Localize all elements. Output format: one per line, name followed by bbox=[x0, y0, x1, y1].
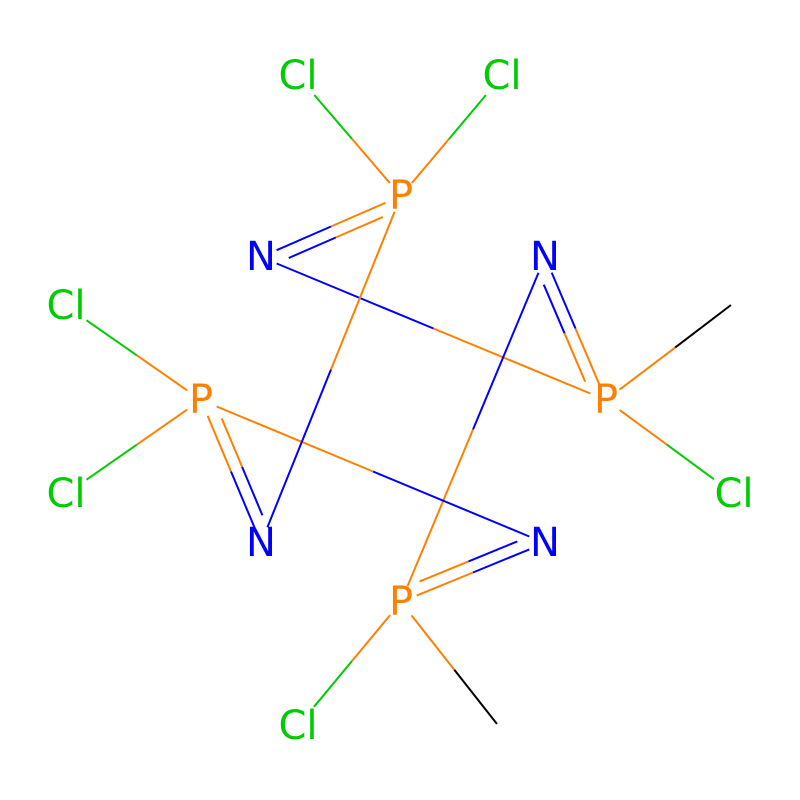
bond-p4-cl6 bbox=[85, 408, 188, 481]
bond-line-half-a bbox=[266, 369, 332, 528]
atom-cl5: Cl bbox=[46, 283, 85, 329]
bond-p4-cl5 bbox=[85, 319, 188, 392]
bond-line-half-a bbox=[136, 354, 188, 392]
bond-p2-cl3 bbox=[619, 409, 715, 481]
bond-line-half-b bbox=[406, 429, 474, 587]
atom-n1: N bbox=[246, 234, 276, 280]
bond-line-half-b bbox=[550, 272, 577, 329]
bond-line-half-b bbox=[85, 319, 138, 357]
bond-line-half-a bbox=[618, 346, 676, 391]
bond-line-half-a bbox=[351, 614, 391, 662]
bond-line-half-a bbox=[619, 409, 668, 446]
bond-inner-line-half-b bbox=[542, 284, 566, 334]
atom-cl2: Cl bbox=[482, 53, 521, 99]
bond-p1-cl2 bbox=[411, 94, 487, 184]
bond-line-half-b bbox=[433, 327, 591, 395]
bond-p4-n4 bbox=[206, 415, 264, 528]
bond-line-half-b bbox=[85, 443, 138, 481]
bond-line-half-b bbox=[313, 94, 353, 140]
bond-line-half-a bbox=[574, 328, 601, 385]
bond-line-half-a bbox=[472, 272, 540, 430]
bond-line-half-a bbox=[276, 262, 434, 330]
bond-line-half-b bbox=[330, 211, 396, 370]
bond-line-half-a bbox=[330, 201, 386, 228]
bond-line-half-a bbox=[416, 571, 474, 597]
bond-n4-p1 bbox=[266, 211, 396, 528]
bond-line-half-a bbox=[411, 138, 450, 184]
bond-p1-n1 bbox=[276, 201, 386, 259]
atom-p4: P bbox=[189, 377, 213, 423]
bond-inner-line-half-b bbox=[468, 540, 518, 563]
bond-line-half-b bbox=[216, 405, 374, 473]
bond-p3-n3 bbox=[416, 540, 530, 597]
atom-cl1: Cl bbox=[278, 53, 317, 99]
bond-line-half-b bbox=[472, 548, 530, 574]
bond-line-half-a bbox=[410, 614, 456, 671]
bond-p3-cl4 bbox=[313, 614, 391, 708]
atom-n4: N bbox=[246, 520, 276, 566]
bond-line-half-b bbox=[666, 443, 715, 481]
bond-line-half-b bbox=[276, 225, 332, 252]
bond-line-half-b bbox=[230, 471, 256, 528]
bond-p2-c1 bbox=[618, 304, 732, 391]
atom-n2: N bbox=[530, 234, 560, 280]
bond-line-half-b bbox=[453, 669, 498, 725]
bond-inner-line-half-a bbox=[220, 418, 244, 468]
atom-p3: P bbox=[389, 579, 413, 625]
bond-n1-p2 bbox=[276, 262, 591, 395]
bond-inner-line-half-a bbox=[419, 560, 469, 583]
atom-n3: N bbox=[530, 520, 560, 566]
bond-inner-line-half-a bbox=[563, 332, 587, 383]
bond-p2-n2 bbox=[542, 272, 601, 385]
bond-inner-line-half-b bbox=[288, 236, 337, 259]
bond-inner-line-half-b bbox=[241, 466, 264, 516]
atom-cl4: Cl bbox=[278, 703, 317, 749]
atom-p1: P bbox=[389, 173, 413, 219]
bond-line-half-b bbox=[448, 94, 487, 140]
bond-line-half-a bbox=[136, 408, 188, 446]
bond-line-half-b bbox=[313, 660, 353, 708]
bond-line-half-a bbox=[206, 415, 232, 472]
bond-p1-cl1 bbox=[313, 94, 391, 184]
atom-p2: P bbox=[594, 377, 618, 423]
bond-line-half-a bbox=[351, 138, 391, 184]
bond-n2-p3 bbox=[406, 272, 540, 587]
bond-line-half-a bbox=[372, 470, 530, 538]
bond-inner-line-half-a bbox=[335, 216, 384, 239]
bond-line-half-b bbox=[674, 304, 732, 349]
bond-layer bbox=[85, 94, 732, 725]
bond-p3-c2 bbox=[410, 614, 498, 725]
bond-n3-p4 bbox=[216, 405, 530, 538]
atom-cl6: Cl bbox=[46, 471, 85, 517]
atom-cl3: Cl bbox=[714, 471, 753, 517]
